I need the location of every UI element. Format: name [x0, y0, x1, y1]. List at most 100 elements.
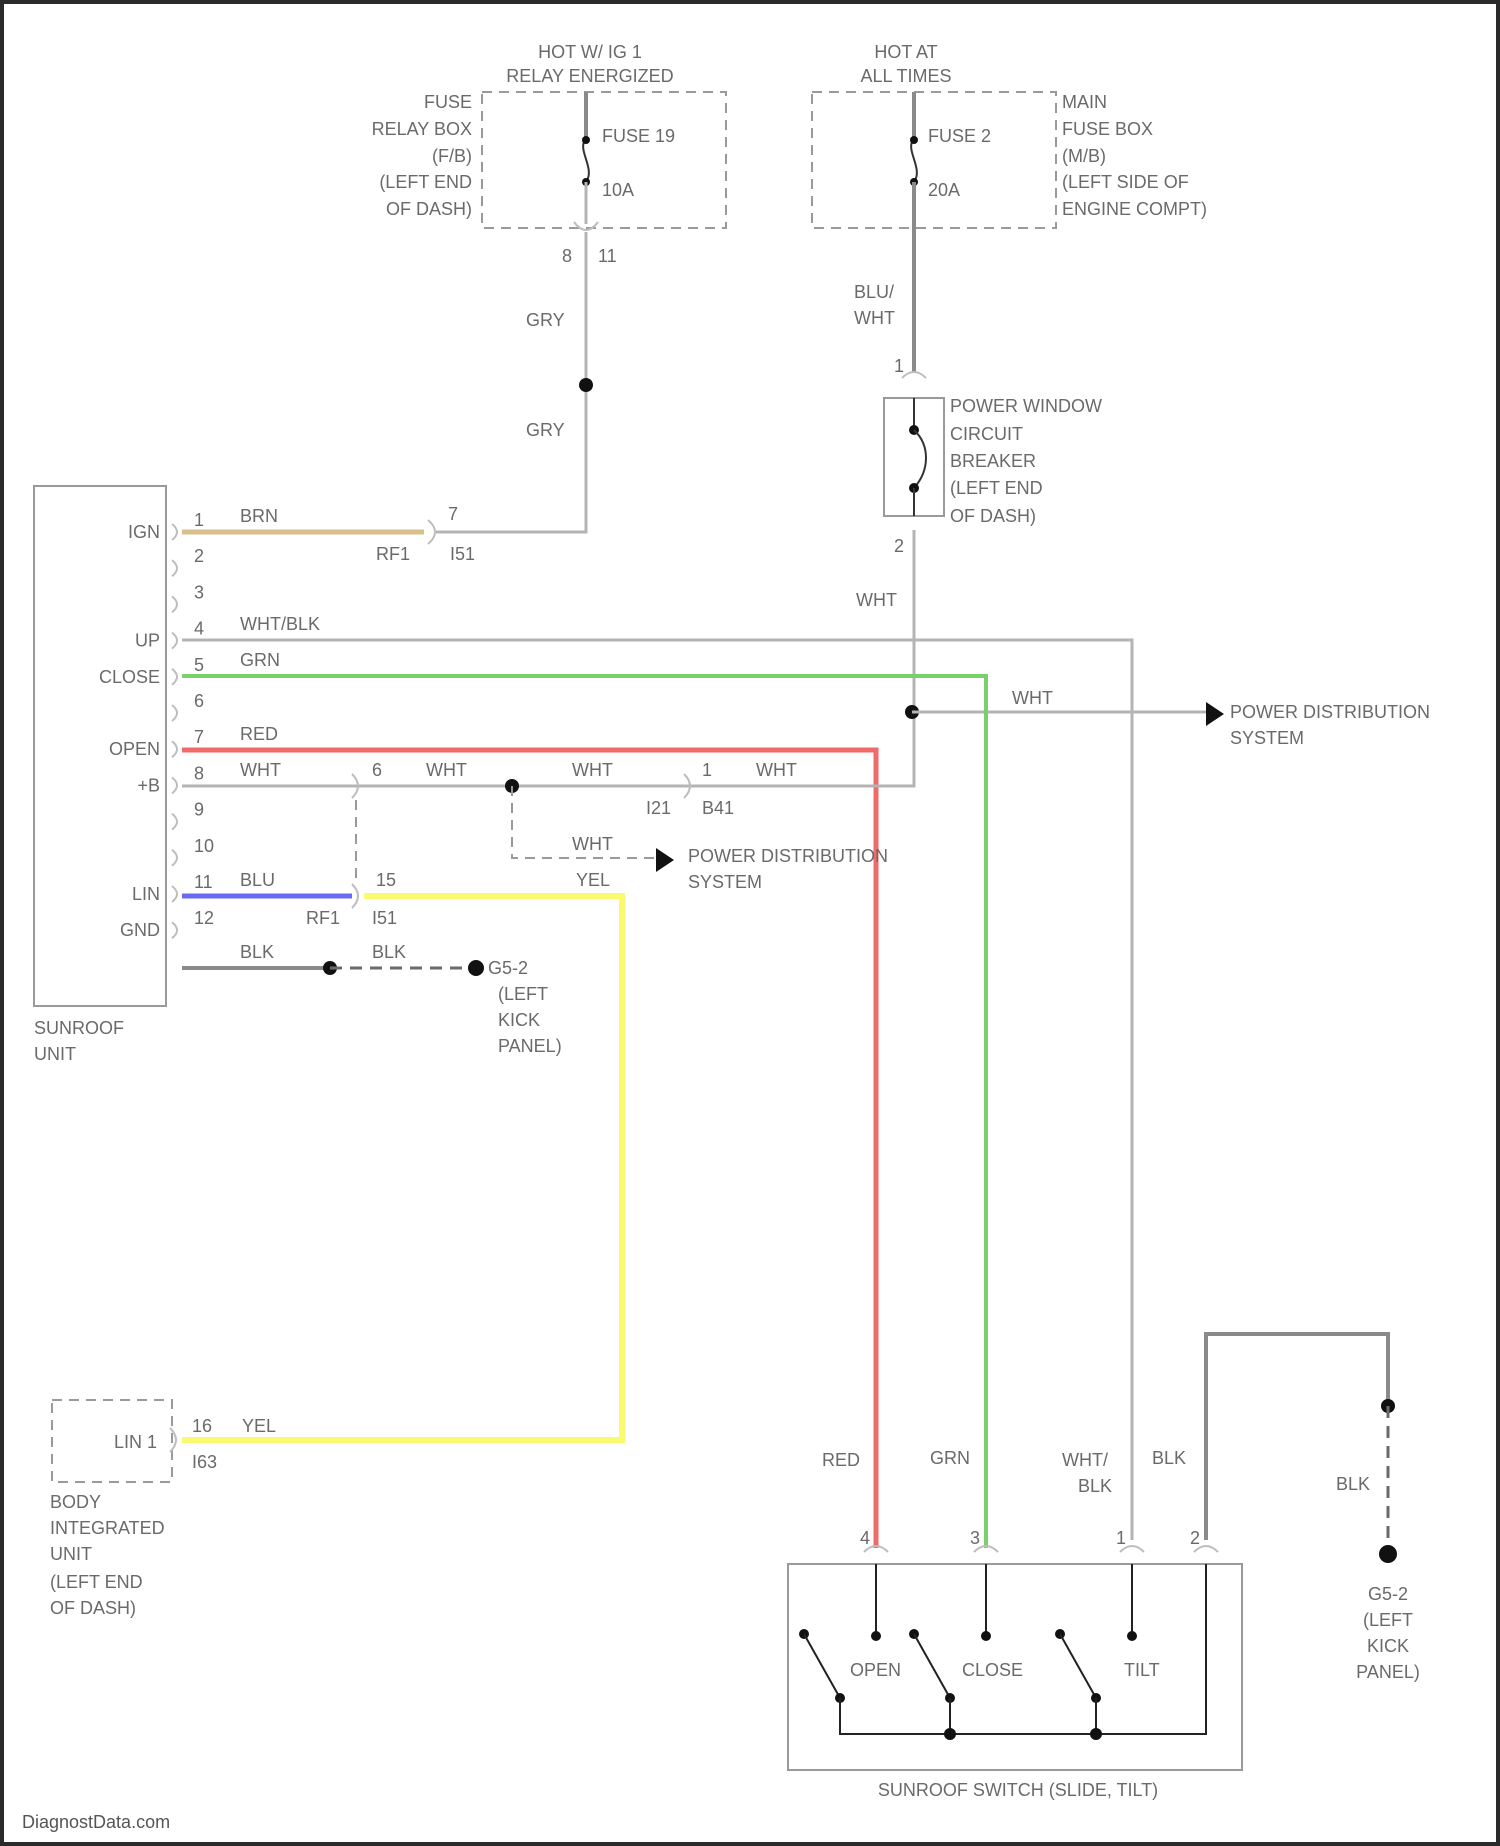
- sunroof-pin-name: +B: [137, 775, 160, 795]
- breaker-pin-top: 1: [894, 356, 904, 376]
- hot-ig-label-1: HOT W/ IG 1: [538, 42, 642, 62]
- blk-label-b: BLK: [372, 942, 406, 962]
- body-unit-pin-name: LIN 1: [114, 1432, 157, 1452]
- connector-i21: I21: [646, 798, 671, 818]
- wht-label-d: WHT: [756, 760, 797, 780]
- breaker-label-2: CIRCUIT: [950, 424, 1023, 444]
- switch-label-open: OPEN: [850, 1660, 901, 1680]
- breaker-label-5: OF DASH): [950, 506, 1036, 526]
- sunroof-pin-number: 11: [194, 872, 213, 892]
- connector-6-pin: 6: [372, 760, 382, 780]
- gry-label-1: GRY: [526, 310, 565, 330]
- sunroof-unit-label-2: UNIT: [34, 1044, 76, 1064]
- wht-label-b: WHT: [426, 760, 467, 780]
- switch-pin-3: 3: [970, 1528, 980, 1548]
- sunroof-pin-name: OPEN: [109, 739, 160, 759]
- blk-label-a: BLK: [240, 942, 274, 962]
- wht-label-c: WHT: [572, 760, 613, 780]
- breaker-label-1: POWER WINDOW: [950, 396, 1102, 416]
- sunroof-pin-number: 3: [194, 582, 204, 602]
- wht-blk-label: WHT/BLK: [240, 614, 320, 634]
- fuse-19-pin-a: 8: [562, 246, 572, 266]
- ground-top-label-3: PANEL): [498, 1036, 562, 1056]
- body-unit-label-3: UNIT: [50, 1544, 92, 1564]
- switch-title: SUNROOF SWITCH (SLIDE, TILT): [878, 1780, 1158, 1800]
- fuse-relay-box-label-2: RELAY BOX: [372, 119, 472, 139]
- sunroof-pin-name: LIN: [132, 884, 160, 904]
- ground-right-label-1: (LEFT: [1363, 1610, 1413, 1630]
- grn-label: GRN: [240, 650, 280, 670]
- hot-ig-label-2: RELAY ENERGIZED: [506, 66, 673, 86]
- watermark: DiagnostData.com: [22, 1812, 170, 1832]
- body-unit-label-4: (LEFT END: [50, 1572, 143, 1592]
- main-fuse-box-label-3: (M/B): [1062, 146, 1106, 166]
- sunroof-pin-name: IGN: [128, 522, 160, 542]
- sunroof-pin-number: 1: [194, 510, 204, 530]
- ground-right-label-3: PANEL): [1356, 1662, 1420, 1682]
- breaker-pin-bottom: 2: [894, 536, 904, 556]
- sunroof-pin-name: UP: [135, 631, 160, 651]
- connector-i51-b: I51: [372, 908, 397, 928]
- wht-pd2-label: WHT: [572, 834, 613, 854]
- switch-bus-dot-close: [944, 1728, 956, 1740]
- switch-pin-2: 2: [1190, 1528, 1200, 1548]
- blu-wht-label-1: BLU/: [854, 282, 894, 302]
- red-label: RED: [240, 724, 278, 744]
- wht-breaker-label: WHT: [856, 590, 897, 610]
- wht-blk-sw-label-1: WHT/: [1062, 1450, 1108, 1470]
- blu-label: BLU: [240, 870, 275, 890]
- grn-sw-label: GRN: [930, 1448, 970, 1468]
- hot-all-label-1: HOT AT: [874, 42, 937, 62]
- switch-bus-dot-tilt: [1090, 1728, 1102, 1740]
- connector-i51-a: I51: [450, 544, 475, 564]
- wht-label-a: WHT: [240, 760, 281, 780]
- wht-pd-label: WHT: [1012, 688, 1053, 708]
- switch-pin-1: 1: [1116, 1528, 1126, 1548]
- connector-1-pin: 1: [702, 760, 712, 780]
- fuse-relay-box-label-3: (F/B): [432, 146, 472, 166]
- connector-16-pin: 16: [192, 1416, 212, 1436]
- body-unit-label-1: BODY: [50, 1492, 101, 1512]
- sunroof-pin-number: 8: [194, 763, 204, 783]
- sunroof-pin-number: 10: [194, 836, 214, 856]
- power-dist-middle-1: POWER DISTRIBUTION: [688, 846, 888, 866]
- sunroof-pin-name: CLOSE: [99, 667, 160, 687]
- switch-label-close: CLOSE: [962, 1660, 1023, 1680]
- fuse-19-label: FUSE 19: [602, 126, 675, 146]
- switch-pin-4: 4: [860, 1528, 870, 1548]
- connector-15-pin: 15: [376, 870, 396, 890]
- fuse-19-pin-b: 11: [598, 246, 617, 266]
- ground-right-name: G5-2: [1368, 1584, 1408, 1604]
- fuse-2-rating: 20A: [928, 180, 960, 200]
- sunroof-pin-number: 6: [194, 691, 204, 711]
- fuse-2-term-top: [910, 136, 918, 144]
- fuse-relay-box-label-5: OF DASH): [386, 199, 472, 219]
- fuse-19-rating: 10A: [602, 180, 634, 200]
- body-unit-label-2: INTEGRATED: [50, 1518, 165, 1538]
- blu-wht-label-2: WHT: [854, 308, 895, 328]
- ground-top-point: [468, 960, 484, 976]
- yel-biu-label: YEL: [242, 1416, 276, 1436]
- power-dist-right-1: POWER DISTRIBUTION: [1230, 702, 1430, 722]
- breaker-label-4: (LEFT END: [950, 478, 1043, 498]
- switch-contact-open: [871, 1631, 881, 1641]
- connector-rf1-b: RF1: [306, 908, 340, 928]
- power-dist-middle-2: SYSTEM: [688, 872, 762, 892]
- connector-i63: I63: [192, 1452, 217, 1472]
- blk-sw-label: BLK: [1152, 1448, 1186, 1468]
- sunroof-unit-label-1: SUNROOF: [34, 1018, 124, 1038]
- fuse-relay-box-label-4: (LEFT END: [379, 172, 472, 192]
- sunroof-pin-number: 9: [194, 800, 204, 820]
- gry-label-2: GRY: [526, 420, 565, 440]
- ground-right-point: [1379, 1545, 1397, 1563]
- power-dist-right-2: SYSTEM: [1230, 728, 1304, 748]
- switch-contact-close: [981, 1631, 991, 1641]
- body-unit-label-5: OF DASH): [50, 1598, 136, 1618]
- blk-gnd-label: BLK: [1336, 1474, 1370, 1494]
- sunroof-pin-number: 12: [194, 908, 214, 928]
- sunroof-pin-number: 7: [194, 727, 204, 747]
- connector-7-pin: 7: [448, 504, 458, 524]
- hot-all-label-2: ALL TIMES: [860, 66, 951, 86]
